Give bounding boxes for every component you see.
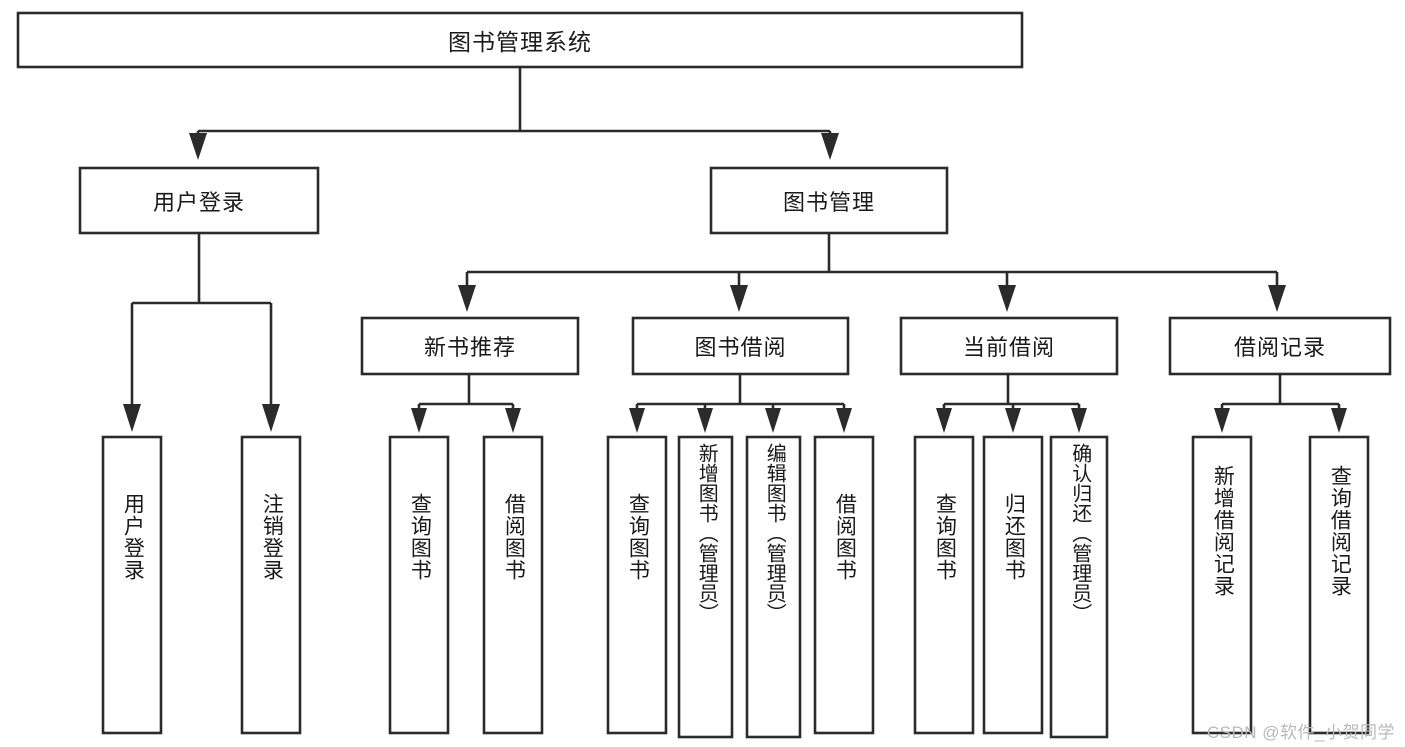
node-box-current-borrow[interactable] (899, 316, 1119, 376)
arrow-current-to-leaf-3 (1071, 408, 1087, 433)
edge-group-newbook-to-leaves (411, 374, 521, 433)
arrow-borrow-to-leaf-2 (697, 408, 713, 433)
node-box-leaf-borrow-book[interactable] (813, 435, 875, 735)
node-box-book-management[interactable] (709, 166, 949, 235)
node-box-leaf-query-book-current[interactable] (913, 435, 975, 735)
node-box-user-login[interactable] (78, 166, 320, 235)
edge-group-root-to-level2 (189, 67, 839, 160)
edge-group-user-login-to-leaves (123, 233, 280, 432)
node-box-borrow-record[interactable] (1168, 316, 1392, 376)
arrow-root-to-book-mgmt (821, 133, 839, 160)
edge-group-borrow-to-leaves (629, 374, 852, 433)
arrow-book-mgmt-to-current (998, 285, 1016, 312)
arrow-borrow-to-leaf-4 (836, 408, 852, 433)
arrow-book-mgmt-to-record (1268, 285, 1286, 312)
node-box-leaf-return-book[interactable] (982, 435, 1044, 735)
node-box-leaf-query-borrow-record[interactable] (1308, 435, 1370, 735)
arrow-current-to-leaf-1 (936, 408, 952, 433)
arrow-borrow-to-leaf-1 (629, 408, 645, 433)
node-box-leaf-query-book-recommend[interactable] (388, 435, 450, 735)
arrow-user-login-to-leaf-1 (123, 404, 141, 432)
edge-group-book-mgmt-to-level3 (458, 233, 1286, 312)
node-box-leaf-query-book-borrow[interactable] (606, 435, 668, 735)
arrow-newbook-to-leaf-2 (505, 408, 521, 433)
node-box-book-borrow[interactable] (631, 316, 850, 376)
edge-group-current-to-leaves (936, 374, 1087, 433)
arrow-root-to-user-login (189, 133, 207, 160)
arrow-book-mgmt-to-borrow (730, 285, 748, 312)
arrow-borrow-to-leaf-3 (765, 408, 781, 433)
node-box-leaf-user-login[interactable] (101, 435, 163, 735)
node-box-leaf-confirm-return-admin[interactable] (1049, 435, 1109, 739)
node-box-leaf-logout[interactable] (240, 435, 302, 735)
node-box-leaf-add-borrow-record[interactable] (1191, 435, 1253, 735)
arrow-book-mgmt-to-newbook (458, 285, 476, 312)
node-box-new-book-recommend[interactable] (360, 316, 580, 376)
edge-group-record-to-leaves (1214, 374, 1347, 433)
arrow-record-to-leaf-2 (1331, 408, 1347, 433)
arrow-user-login-to-leaf-2 (262, 404, 280, 432)
node-box-leaf-edit-book-admin[interactable] (745, 435, 802, 739)
node-box-leaf-borrow-book-recommend[interactable] (482, 435, 544, 735)
arrow-current-to-leaf-2 (1005, 408, 1021, 433)
arrow-newbook-to-leaf-1 (411, 408, 427, 433)
arrow-record-to-leaf-1 (1214, 408, 1230, 433)
node-box-root[interactable] (16, 11, 1024, 69)
node-box-leaf-add-book-admin[interactable] (677, 435, 734, 739)
